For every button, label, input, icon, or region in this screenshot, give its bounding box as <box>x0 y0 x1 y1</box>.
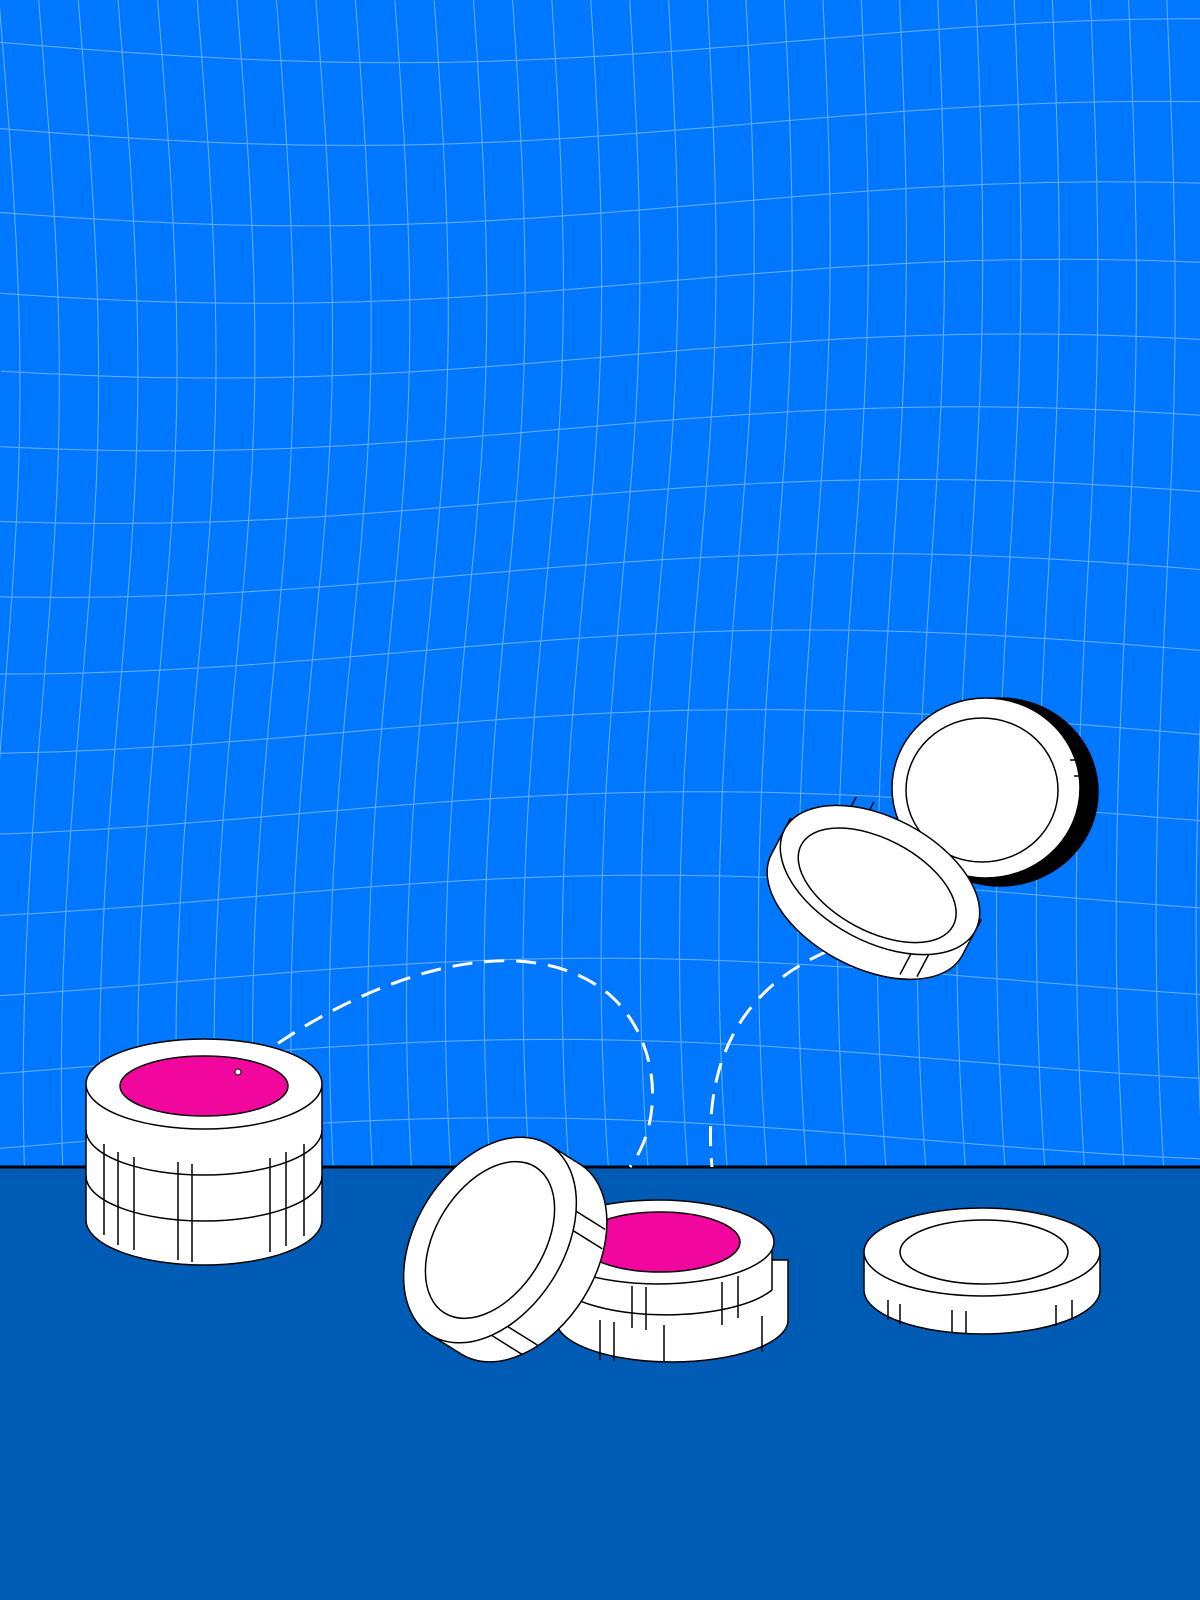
grid-line-vertical <box>367 0 411 1169</box>
grid-line-vertical <box>1115 0 1137 1206</box>
grid-line-vertical <box>600 0 641 1170</box>
grid-line-vertical <box>678 0 717 1174</box>
grid-line-vertical <box>757 0 793 1179</box>
grid-line-vertical <box>175 0 217 1180</box>
grid-line-vertical <box>836 0 869 1185</box>
grid-line-vertical <box>1035 0 1060 1201</box>
grid-line-vertical <box>996 0 1022 1198</box>
grid-line-vertical <box>639 0 679 1171</box>
grid-line-vertical <box>483 0 526 1167</box>
coin-leaning <box>402 1136 608 1363</box>
grid-line-vertical <box>1195 715 1200 1116</box>
grid-line-vertical <box>328 0 372 1170</box>
coin-airborne-front <box>766 796 983 981</box>
grid-line-vertical <box>561 0 603 1168</box>
grid-line-vertical <box>522 0 564 1167</box>
coin-right <box>863 1207 1101 1335</box>
grid-line-vertical <box>876 0 907 1188</box>
grid-line-vertical <box>406 0 449 1168</box>
trajectory-left <box>251 959 654 1168</box>
grid-line-vertical <box>444 0 488 1167</box>
grid-line-vertical <box>252 0 295 1175</box>
coin-airborne-back <box>891 697 1099 887</box>
grid-line-vertical <box>956 0 984 1195</box>
left-stack-magenta-center <box>119 1055 289 1117</box>
grid-line-vertical <box>1155 0 1176 1208</box>
coin-stack-left <box>85 1038 323 1266</box>
grid-line-vertical <box>1075 0 1099 1203</box>
grid-line-vertical <box>0 6 21 761</box>
trajectory-right <box>709 938 859 1168</box>
grid-line-vertical <box>213 0 256 1177</box>
grid-line-vertical <box>797 0 831 1182</box>
grid-line-vertical <box>137 0 178 1183</box>
grid-line-vertical <box>98 0 139 1186</box>
grid-line-vertical <box>60 0 100 1190</box>
grid-line-vertical <box>718 0 755 1176</box>
grid-line-vertical <box>290 0 333 1172</box>
grid-line-vertical <box>22 0 60 1193</box>
